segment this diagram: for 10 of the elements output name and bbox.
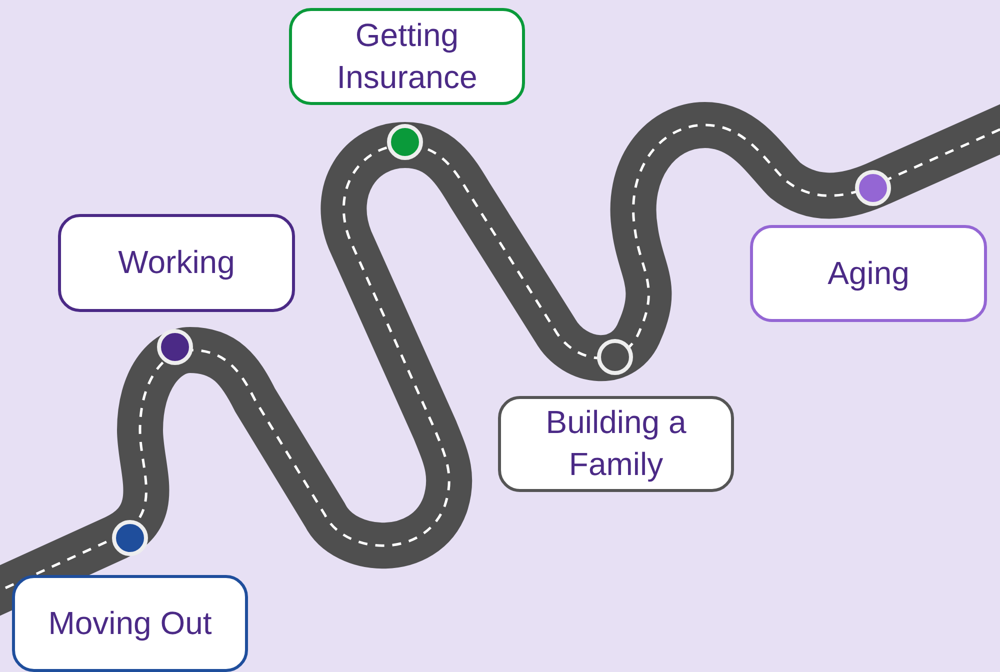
milestone-box <box>750 225 987 322</box>
milestone-box <box>498 396 734 492</box>
milestone-label: Getting Insurance <box>336 16 478 96</box>
milestone-box <box>289 8 525 105</box>
milestone-label: Moving Out <box>47 604 213 643</box>
milestone-label: Aging <box>826 254 910 293</box>
milestone-label: Building a Family <box>544 403 688 484</box>
milestone-label: Working <box>117 243 236 282</box>
milestone-box <box>58 214 295 312</box>
milestone-box <box>12 575 248 672</box>
